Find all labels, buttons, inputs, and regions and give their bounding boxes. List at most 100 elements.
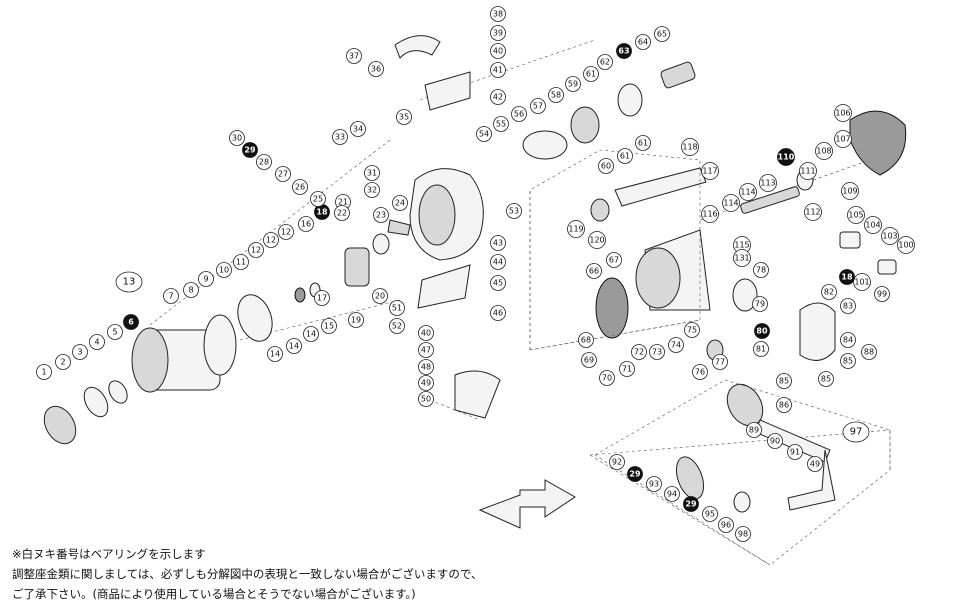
callout-marker (681, 138, 699, 156)
callout-marker (818, 371, 834, 387)
callout-marker (599, 370, 615, 386)
callout-marker (583, 66, 599, 82)
callout-number: 115 (734, 241, 749, 250)
callout-marker (321, 318, 337, 334)
handle-assembly (675, 383, 836, 513)
part-callout: 33 (332, 129, 348, 145)
part-callout: 40 (490, 43, 506, 59)
callout-marker (616, 43, 632, 59)
callout-marker (664, 486, 680, 502)
part-callout: 9 (198, 271, 214, 287)
callout-marker (418, 325, 434, 341)
part-callout: 11 (233, 254, 249, 270)
callout-marker (631, 344, 647, 360)
part-callout: 39 (490, 25, 506, 41)
callout-marker (840, 298, 856, 314)
callout-number: 40 (493, 47, 503, 56)
callout-number: 57 (533, 102, 543, 111)
callout-number: 35 (399, 113, 409, 122)
callout-marker (314, 290, 330, 306)
part-callout: 24 (392, 195, 408, 211)
callout-number: 79 (755, 300, 765, 309)
part-callout: 74 (668, 337, 684, 353)
bearing-callout: 6 (123, 314, 139, 330)
callout-number: 114 (740, 188, 755, 197)
callout-marker (588, 231, 606, 249)
callout-marker (256, 154, 272, 170)
callout-number: 12 (266, 236, 276, 245)
callout-marker (275, 166, 291, 182)
callout-marker (654, 26, 670, 42)
callout-number: 112 (805, 208, 820, 217)
callout-marker (777, 148, 795, 166)
callout-number: 69 (584, 356, 594, 365)
callout-number: 21 (338, 198, 348, 207)
callout-marker (635, 135, 651, 151)
part-callout: 72 (631, 344, 647, 360)
part-callout: 116 (701, 205, 719, 223)
part-callout: 61 (635, 135, 651, 151)
part-callout: 95 (702, 506, 718, 522)
callout-number: 4 (94, 338, 99, 347)
callout-marker (216, 262, 232, 278)
part-callout: 75 (684, 322, 700, 338)
callout-number: 98 (738, 530, 748, 539)
callout-marker (107, 324, 123, 340)
callout-number: 32 (367, 186, 377, 195)
part-callout: 92 (609, 454, 625, 470)
callout-number: 18 (841, 273, 853, 282)
part-callout: 85 (818, 371, 834, 387)
callout-number: 66 (589, 267, 599, 276)
callout-number: 94 (667, 490, 677, 499)
callout-marker (754, 323, 770, 339)
part-callout: 79 (752, 296, 768, 312)
callout-marker (753, 262, 769, 278)
part-callout: 62 (597, 54, 613, 70)
part-callout: 31 (364, 165, 380, 181)
callout-number: 17 (317, 294, 327, 303)
part-callout: 114 (722, 194, 740, 212)
callout-number: 80 (756, 327, 768, 336)
callout-number: 111 (800, 167, 815, 176)
callout-number: 26 (295, 183, 305, 192)
note-washer-disclaimer-cont: ご了承下さい。(商品により使用している場合とそうでない場合がございます。) (12, 587, 416, 601)
callout-marker (767, 433, 783, 449)
callout-marker (752, 296, 768, 312)
callout-number: 62 (600, 58, 610, 67)
callout-marker (373, 207, 389, 223)
callout-marker (372, 288, 388, 304)
bearing-callout: 29 (683, 496, 699, 512)
callout-marker (578, 332, 594, 348)
part-callout: 2 (55, 354, 71, 370)
part-callout: 98 (735, 526, 751, 542)
callout-number: 44 (493, 258, 503, 267)
callout-marker (292, 179, 308, 195)
part-callout: 16 (298, 216, 314, 232)
part-callout: 88 (861, 344, 877, 360)
part-callout: 64 (635, 34, 651, 50)
callout-marker (348, 312, 364, 328)
callout-marker (861, 344, 877, 360)
callout-number: 120 (589, 236, 604, 245)
part-callout: 106 (834, 104, 852, 122)
callout-number: 59 (568, 80, 578, 89)
callout-marker (242, 142, 258, 158)
note-bearing-legend: ※白ヌキ番号はベアリングを示します (12, 547, 206, 561)
callout-marker (334, 205, 350, 221)
callout-number: 12 (281, 228, 291, 237)
callout-marker (840, 332, 856, 348)
callout-marker (298, 216, 314, 232)
part-callout: 37 (346, 48, 362, 64)
part-callout: 73 (649, 344, 665, 360)
rotor-assembly (387, 35, 501, 419)
callout-number: 60 (601, 162, 611, 171)
group-number: 97 (850, 427, 863, 438)
bearing-callout: 63 (616, 43, 632, 59)
callout-number: 81 (756, 345, 766, 354)
part-callout: 101 (853, 273, 871, 291)
bearing-callout: 29 (627, 466, 643, 482)
callout-marker (263, 232, 279, 248)
callout-marker (36, 364, 52, 380)
callout-number: 85 (843, 357, 853, 366)
callout-marker (897, 236, 915, 254)
